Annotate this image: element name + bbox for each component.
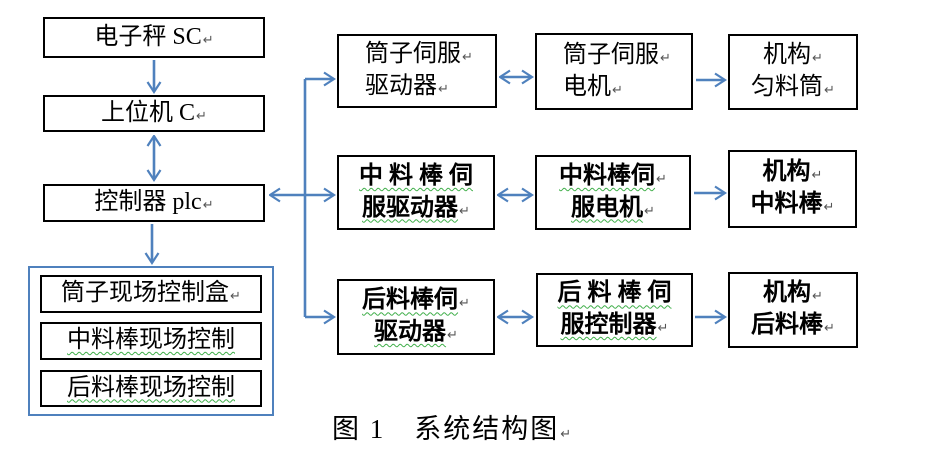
return-mark: ↵ [644, 203, 655, 219]
drum-servo-motor-node: 筒子伺服↵ 电机↵ [535, 33, 693, 110]
return-mark: ↵ [811, 168, 823, 184]
return-mark: ↵ [824, 83, 835, 98]
node-label-line1: 筒子伺服↵ [563, 41, 671, 68]
drum-mechanism-node: 机构↵ 匀料筒↵ [728, 34, 858, 110]
node-label-line1: 中 料 棒 伺 [359, 162, 473, 189]
return-mark: ↵ [660, 50, 671, 66]
node-label: 上位机 C↵ [101, 99, 207, 126]
return-mark: ↵ [657, 321, 669, 336]
return-mark: ↵ [459, 296, 470, 312]
middle-rod-site-control-node: 中料棒现场控制 [40, 322, 262, 360]
node-label-line2: 服驱动器↵ [362, 194, 470, 221]
return-mark: ↵ [196, 108, 207, 124]
return-mark: ↵ [823, 200, 835, 215]
return-mark: ↵ [656, 171, 667, 187]
return-mark: ↵ [438, 82, 449, 97]
rear-rod-site-control-node: 后料棒现场控制 [40, 370, 262, 407]
node-label-line1: 机构↵ [762, 159, 823, 186]
middle-rod-servo-driver-node: 中 料 棒 伺 服驱动器↵ [337, 155, 495, 230]
node-label: 筒子现场控制盒↵ [61, 280, 241, 307]
node-label-line1: 筒子伺服↵ [365, 41, 473, 68]
middle-rod-mechanism-node: 机构↵ 中料棒↵ [728, 150, 857, 228]
node-label-line2: 服电机↵ [571, 194, 655, 221]
return-mark: ↵ [812, 289, 823, 305]
node-label-line2: 驱动器↵ [374, 319, 458, 345]
node-label: 电子秤 SC↵ [94, 23, 214, 50]
host-computer-node: 上位机 C↵ [43, 95, 265, 132]
return-mark: ↵ [560, 427, 574, 442]
node-label-line2: 服控制器↵ [560, 312, 669, 338]
drum-site-control-node: 筒子现场控制盒↵ [40, 275, 262, 313]
plc-controller-node: 控制器 plc↵ [43, 184, 265, 222]
return-mark: ↵ [230, 289, 241, 305]
node-label-line1: 后料棒伺↵ [362, 287, 470, 314]
return-mark: ↵ [202, 198, 214, 214]
return-mark: ↵ [612, 82, 623, 98]
node-label-line1: 机构↵ [763, 280, 823, 307]
node-label-line1: 后 料 棒 伺 [557, 280, 672, 307]
rear-rod-servo-controller-node: 后 料 棒 伺 服控制器↵ [536, 273, 693, 347]
middle-rod-servo-motor-node: 中料棒伺↵ 服电机↵ [535, 155, 691, 230]
node-label-line1: 中料棒伺↵ [559, 162, 667, 189]
return-mark: ↵ [447, 328, 458, 343]
node-label-line2: 中料棒↵ [750, 191, 835, 217]
node-label-line1: 机构↵ [763, 42, 823, 69]
node-label: 中料棒现场控制 [67, 327, 235, 354]
return-mark: ↵ [824, 321, 835, 336]
return-mark: ↵ [462, 50, 473, 66]
return-mark: ↵ [812, 51, 823, 67]
node-label: 后料棒现场控制 [67, 374, 235, 401]
node-label-line2: 驱动器↵ [365, 73, 449, 99]
node-label: 控制器 plc↵ [94, 189, 214, 216]
node-label-line2: 后料棒↵ [751, 312, 835, 338]
figure-caption: 图 1 系统结构图↵ [332, 414, 574, 444]
drum-servo-driver-node: 筒子伺服↵ 驱动器↵ [337, 34, 497, 108]
electronic-scale-node: 电子秤 SC↵ [43, 17, 265, 58]
return-mark: ↵ [202, 32, 214, 48]
node-label-line2: 匀料筒↵ [751, 74, 835, 100]
return-mark: ↵ [459, 203, 470, 219]
rear-rod-servo-driver-node: 后料棒伺↵ 驱动器↵ [337, 279, 495, 355]
rear-rod-mechanism-node: 机构↵ 后料棒↵ [728, 272, 858, 348]
node-label-line2: 电机↵ [563, 73, 623, 100]
